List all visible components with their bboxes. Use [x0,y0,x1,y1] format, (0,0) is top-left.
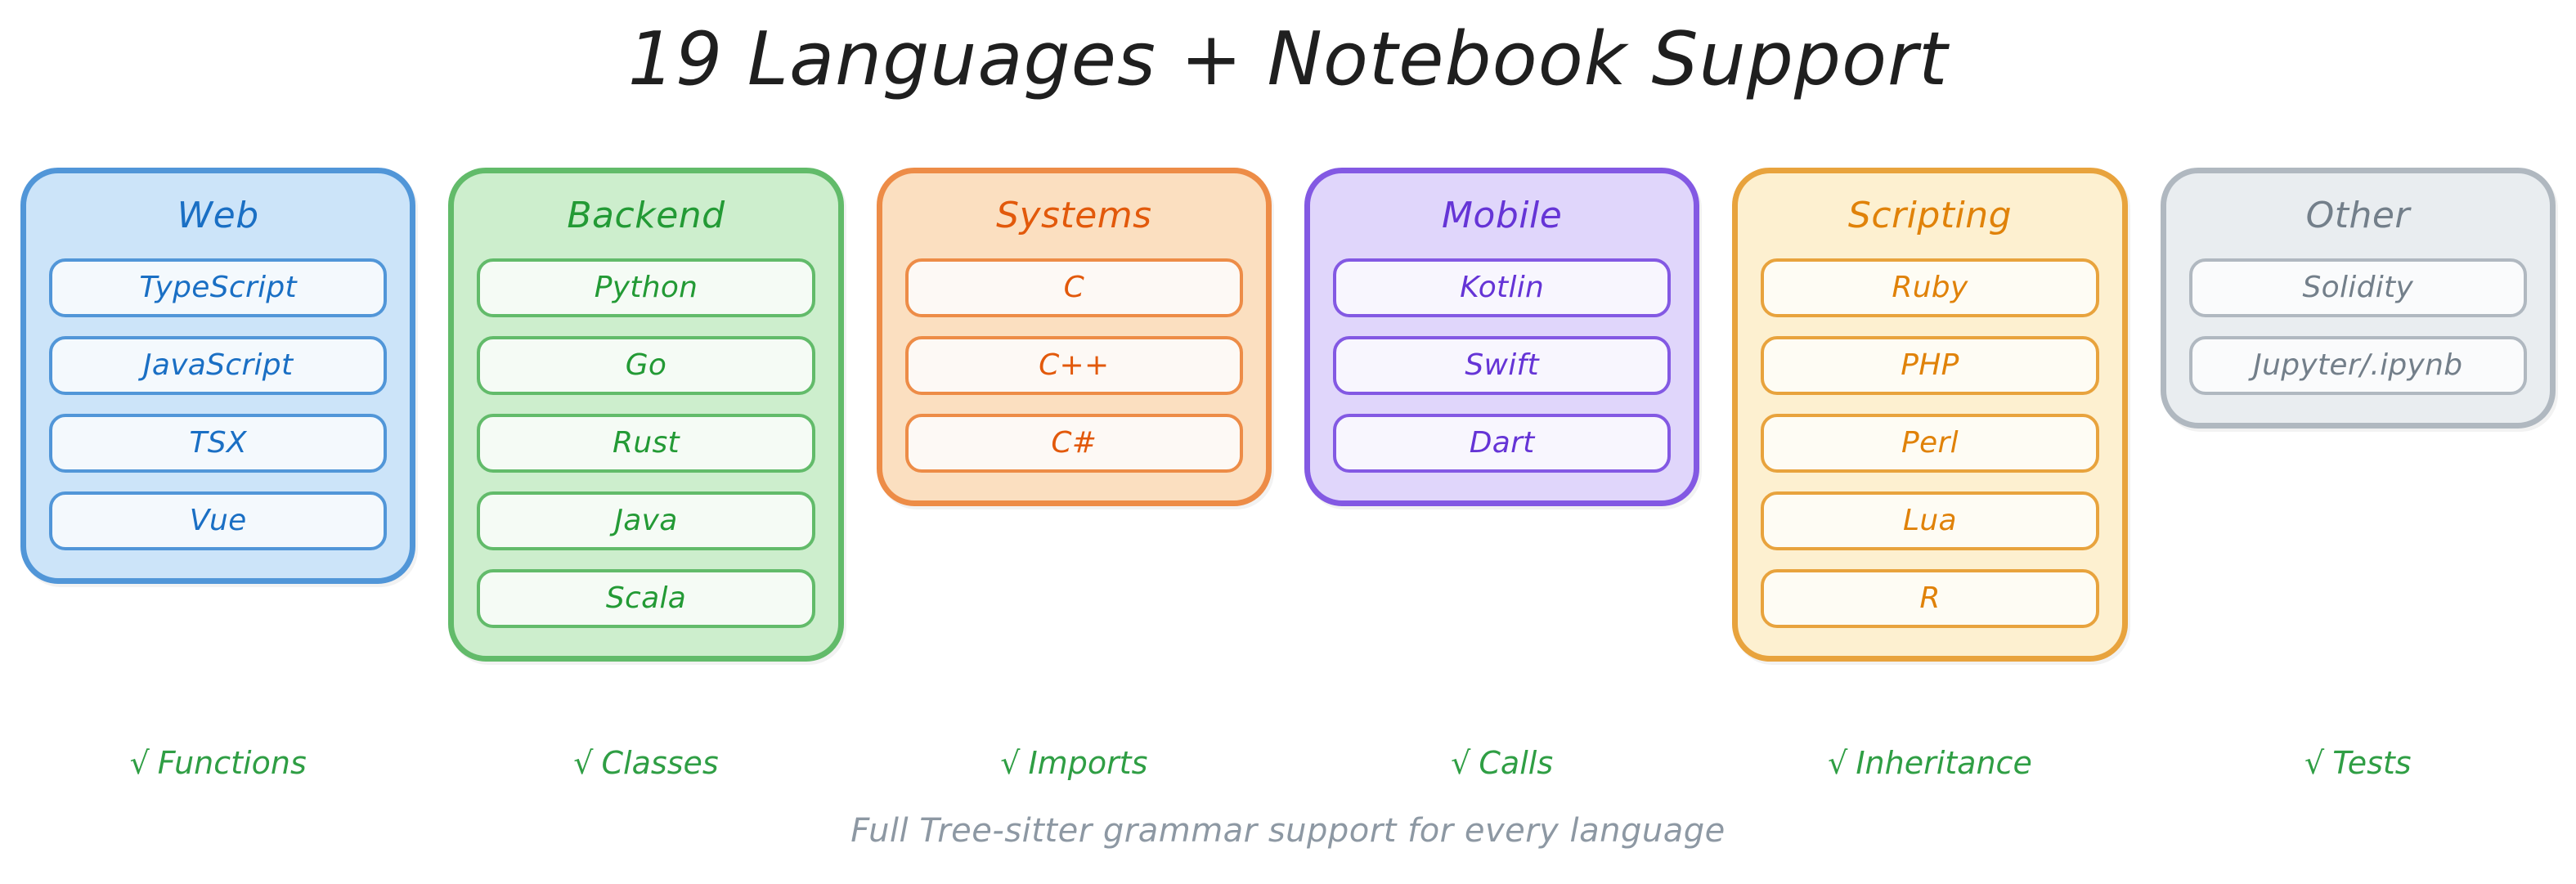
language-chip: Perl [1761,414,2099,473]
language-chip: TSX [49,414,388,473]
language-chip: C [904,258,1243,317]
card-title-systems: Systems [996,195,1152,236]
language-chip: Kotlin [1332,258,1672,317]
feature-check-item: √Inheritance [1732,743,2127,783]
language-chip: Dart [1332,414,1672,473]
card-title-scripting: Scripting [1847,195,2013,236]
feature-check-item: √Calls [1304,743,1699,783]
language-chip: Vue [49,491,388,550]
page-title: 19 Languages + Notebook Support [627,16,1949,102]
language-chip: TypeScript [49,258,388,317]
feature-check-item: √Imports [877,743,1272,783]
language-chip: PHP [1761,336,2099,395]
language-chip: C# [904,414,1243,473]
feature-label: Classes [601,745,719,781]
check-icon: √ [1828,745,1848,781]
language-chip: Lua [1761,491,2099,550]
feature-check-item: √Functions [20,743,415,783]
language-chip: JavaScript [49,336,388,395]
card-title-other: Other [2305,195,2411,236]
check-icon: √ [1000,745,1021,781]
card-title-web: Web [177,195,259,236]
footer-caption: Full Tree-sitter grammar support for eve… [850,812,1726,850]
check-icon: √ [2304,745,2325,781]
language-chip: Rust [477,414,815,473]
feature-label: Functions [157,745,307,781]
language-chip: Swift [1332,336,1672,395]
language-chip: Go [477,336,815,395]
language-chip: Solidity [2188,258,2527,317]
feature-check-item: √Tests [2161,743,2556,783]
card-title-mobile: Mobile [1441,195,1563,236]
check-icon: √ [1451,745,1471,781]
feature-label: Imports [1028,745,1148,781]
feature-check-item: √Classes [448,743,843,783]
language-chip: C++ [904,336,1243,395]
feature-checklist-row: √Functions√Classes√Imports√Calls√Inherit… [20,743,2556,783]
feature-label: Inheritance [1856,745,2032,781]
check-icon: √ [573,745,594,781]
card-title-backend: Backend [567,195,725,236]
feature-label: Tests [2332,745,2412,781]
language-chip: Ruby [1761,258,2099,317]
language-chip: Scala [477,569,815,628]
language-chip: Java [477,491,815,550]
language-chip: R [1761,569,2099,628]
language-chip: Jupyter/.ipynb [2188,336,2527,395]
language-chip: Python [477,258,815,317]
check-icon: √ [129,745,150,781]
feature-label: Calls [1479,745,1554,781]
